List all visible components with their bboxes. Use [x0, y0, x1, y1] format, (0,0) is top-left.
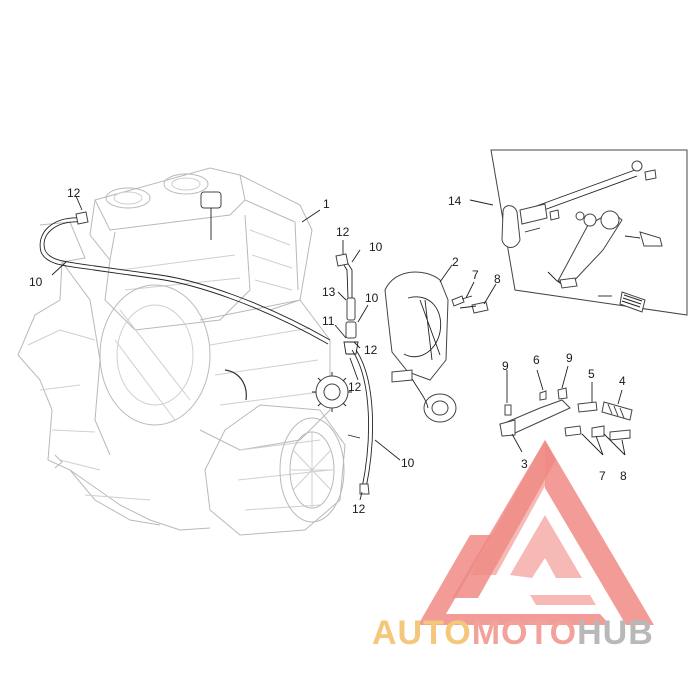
callout: 7 — [472, 268, 479, 282]
leader-lines — [51, 195, 626, 501]
callout: 12 — [348, 380, 362, 394]
callout: 7 — [599, 469, 606, 483]
callout: 10 — [29, 275, 43, 289]
gearshift-assembly-box — [490, 149, 688, 316]
callout-numbers: 12 10 1 12 10 14 13 10 11 12 12 2 7 8 9 … — [29, 186, 627, 516]
callout: 8 — [620, 469, 627, 483]
front-sprocket — [312, 372, 361, 439]
watermark-logo-mark — [418, 440, 654, 625]
callout: 9 — [502, 359, 509, 373]
callout: 10 — [369, 240, 383, 254]
callout: 1 — [323, 197, 330, 211]
callout: 2 — [452, 255, 459, 269]
callout: 4 — [619, 374, 626, 388]
watermark-wordmark: AUTOMOTOHUB — [372, 614, 692, 653]
cover-bolts — [451, 295, 489, 314]
callout: 12 — [352, 502, 366, 516]
callout: 12 — [336, 225, 350, 239]
callout: 10 — [365, 291, 379, 305]
callout: 3 — [521, 457, 528, 471]
callout: 9 — [566, 351, 573, 365]
callout: 13 — [322, 285, 336, 299]
callout: 10 — [401, 456, 415, 470]
callout: 11 — [322, 314, 335, 328]
selector-linkage — [499, 387, 633, 441]
callout: 8 — [494, 272, 501, 286]
sprocket-cover — [384, 271, 457, 423]
callout: 12 — [67, 186, 81, 200]
watermark-part-auto: AUTO — [372, 614, 472, 652]
breather-hoses — [39, 211, 373, 495]
engine-block-drawing — [17, 167, 346, 536]
callout: 5 — [588, 367, 595, 381]
callout: 12 — [364, 343, 378, 357]
callout: 6 — [533, 353, 540, 367]
callout: 14 — [448, 194, 462, 208]
watermark-part-moto: MOTO — [471, 614, 578, 652]
watermark-part-hub: HUB — [577, 614, 654, 652]
breather-fitting — [200, 191, 359, 355]
